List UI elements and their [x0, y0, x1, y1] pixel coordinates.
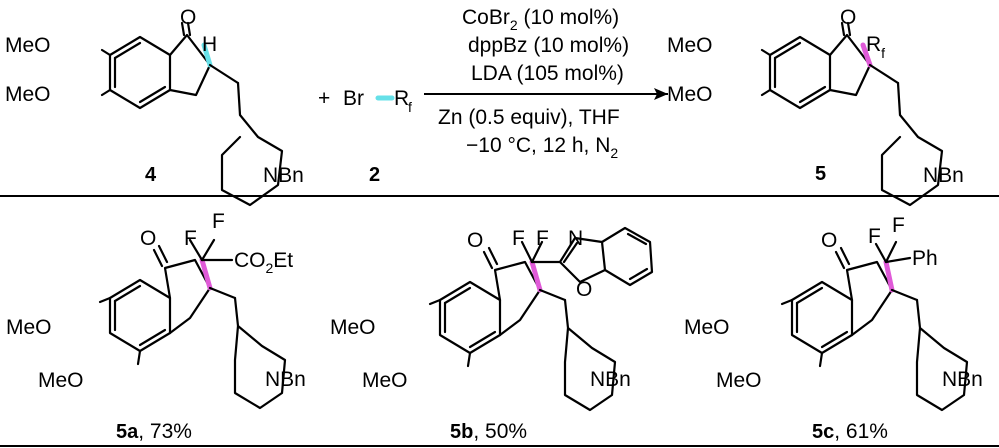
c-cf2-bond-highlight [199, 257, 213, 291]
compound-5-structure: MeO MeO O Rf NBn 5 [667, 6, 964, 207]
fluorine-label: F [212, 210, 225, 233]
compound-5a-structure: MeO MeO O F F CO2Et NBn 5a, 73% [6, 210, 306, 443]
fluorine-label: F [868, 225, 881, 248]
c-h-bond-highlight [201, 42, 213, 68]
methoxy-label: MeO [5, 83, 51, 106]
phenyl-label: Ph [912, 247, 938, 270]
compound-5c-structure: MeO MeO O F F Ph NBn 5c, 61% [684, 214, 983, 443]
compound-5a-caption: 5a, 73% [116, 420, 192, 443]
methoxy-label: MeO [5, 34, 51, 57]
condition-ligand: dppBz (10 mol%) [468, 34, 629, 57]
compound-4-label: 4 [145, 164, 157, 186]
c-cf2-bond-highlight [883, 259, 895, 293]
compound-5b-structure: MeO MeO O F F N O NBn 5b, 50% [330, 226, 654, 443]
compound-5c-caption: 5c, 61% [812, 420, 888, 443]
methoxy-label: MeO [6, 316, 52, 339]
compound-5b-caption: 5b, 50% [450, 420, 527, 443]
carbonyl-oxygen: O [840, 6, 856, 29]
fluorine-label: F [536, 227, 549, 250]
condition-catalyst: CoBr2 (10 mol%) [462, 6, 619, 33]
methoxy-label: MeO [667, 34, 713, 57]
condition-reductant-solvent: Zn (0.5 equiv), THF [438, 106, 620, 129]
methoxy-label: MeO [667, 83, 713, 106]
compound-2-label: 2 [369, 164, 380, 186]
carbonyl-oxygen: O [180, 6, 196, 29]
c-cf2-bond-highlight [529, 259, 543, 293]
methoxy-label: MeO [684, 316, 730, 339]
condition-temp-time: −10 °C, 12 h, N2 [466, 134, 618, 161]
oxygen-label: O [576, 278, 592, 301]
plus-sign: + [318, 87, 330, 110]
hydrogen-label: H [202, 33, 217, 56]
nitrogen-label: N [568, 227, 583, 250]
nbn-label: NBn [263, 164, 304, 187]
carbonyl-oxygen: O [467, 229, 483, 252]
fluorine-label: F [184, 227, 197, 250]
methoxy-label: MeO [330, 316, 376, 339]
arrow-head [654, 88, 668, 100]
methoxy-label: MeO [362, 369, 408, 392]
condition-base: LDA (105 mol%) [471, 62, 624, 85]
c-rf-bond-highlight [860, 42, 873, 68]
bromine-label: Br [343, 87, 364, 110]
rf-label: R [394, 87, 409, 110]
nbn-label: NBn [923, 164, 964, 187]
nbn-label: NBn [590, 368, 631, 391]
rf-label: Rf [866, 33, 885, 61]
nbn-label: NBn [265, 368, 306, 391]
co2et-label: CO2Et [234, 249, 293, 276]
carbonyl-oxygen: O [140, 227, 156, 250]
carbonyl-oxygen: O [821, 229, 837, 252]
rf-subscript: f [408, 99, 412, 115]
methoxy-label: MeO [38, 369, 84, 392]
fluorine-label: F [892, 214, 905, 237]
compound-5-label: 5 [815, 163, 826, 185]
methoxy-label: MeO [716, 369, 762, 392]
nbn-label: NBn [942, 368, 983, 391]
compound-4-structure: MeO MeO O H NBn 4 [5, 6, 304, 207]
fluorine-label: F [512, 227, 525, 250]
